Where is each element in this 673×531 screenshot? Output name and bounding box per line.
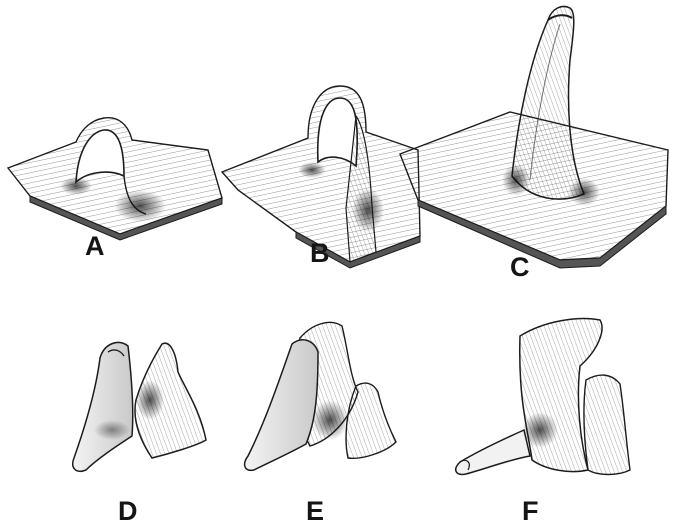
panel-f-drawing	[456, 319, 630, 475]
panel-d-label: D	[118, 496, 138, 526]
panel-a-drawing	[8, 118, 222, 240]
panel-d: D	[73, 342, 206, 526]
panel-b-label: B	[310, 238, 330, 268]
panel-a-label: A	[85, 231, 105, 261]
panel-f-label: F	[522, 496, 539, 526]
panel-c: C	[400, 7, 668, 283]
panel-b: B	[222, 86, 420, 268]
panel-c-label: C	[510, 252, 530, 282]
panel-c-drawing	[400, 7, 668, 269]
panel-a: A	[8, 118, 222, 261]
panel-e-drawing	[245, 322, 396, 470]
panel-d-drawing	[73, 342, 206, 471]
panel-f: F	[456, 319, 630, 526]
panel-e: E	[245, 322, 396, 526]
panel-e-label: E	[306, 496, 324, 526]
